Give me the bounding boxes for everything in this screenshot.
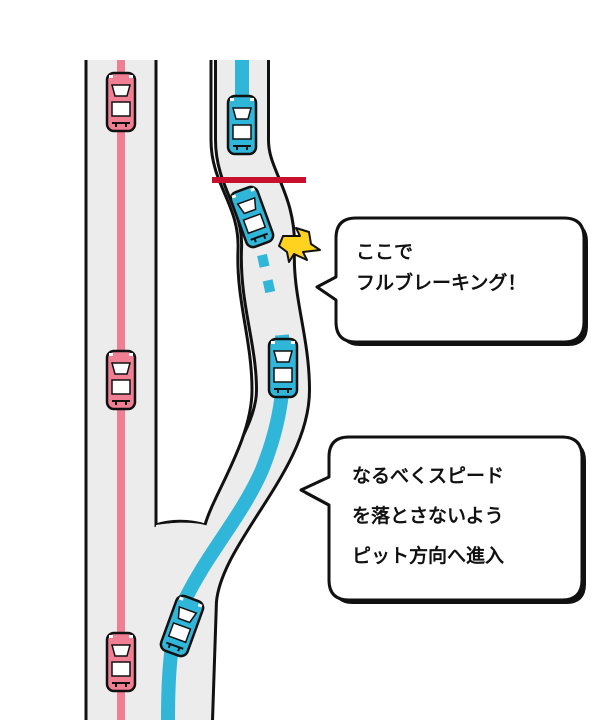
callout-braking-text: ここで フルブレーキング！ bbox=[356, 237, 526, 299]
blue-car-1 bbox=[226, 94, 258, 156]
impact-star-icon bbox=[278, 227, 321, 263]
red-car-2 bbox=[105, 349, 137, 411]
callout-approach-text: なるべくスピード を落とさないよう ピット方向へ進入 bbox=[352, 456, 504, 576]
pit-line-lower bbox=[161, 334, 291, 720]
callout-braking-line-1: ここで bbox=[356, 241, 414, 263]
main-road-right-edge bbox=[154, 60, 206, 528]
red-car-3 bbox=[105, 631, 137, 693]
red-car-1 bbox=[105, 71, 137, 133]
callout-approach-line-2: を落とさないよう bbox=[352, 505, 504, 527]
callout-braking-bubble bbox=[315, 216, 586, 344]
pit-road-left-edge bbox=[203, 60, 254, 526]
callout-approach-line-3: ピット方向へ進入 bbox=[352, 545, 505, 567]
callout-approach-line-1: なるべくスピード bbox=[352, 465, 505, 487]
gore-area bbox=[156, 60, 252, 525]
callout-approach-bubble bbox=[299, 435, 584, 602]
callout-braking-line-2: フルブレーキング！ bbox=[356, 272, 527, 294]
blue-car-3 bbox=[267, 337, 299, 399]
pit-line-dashed bbox=[257, 253, 277, 302]
